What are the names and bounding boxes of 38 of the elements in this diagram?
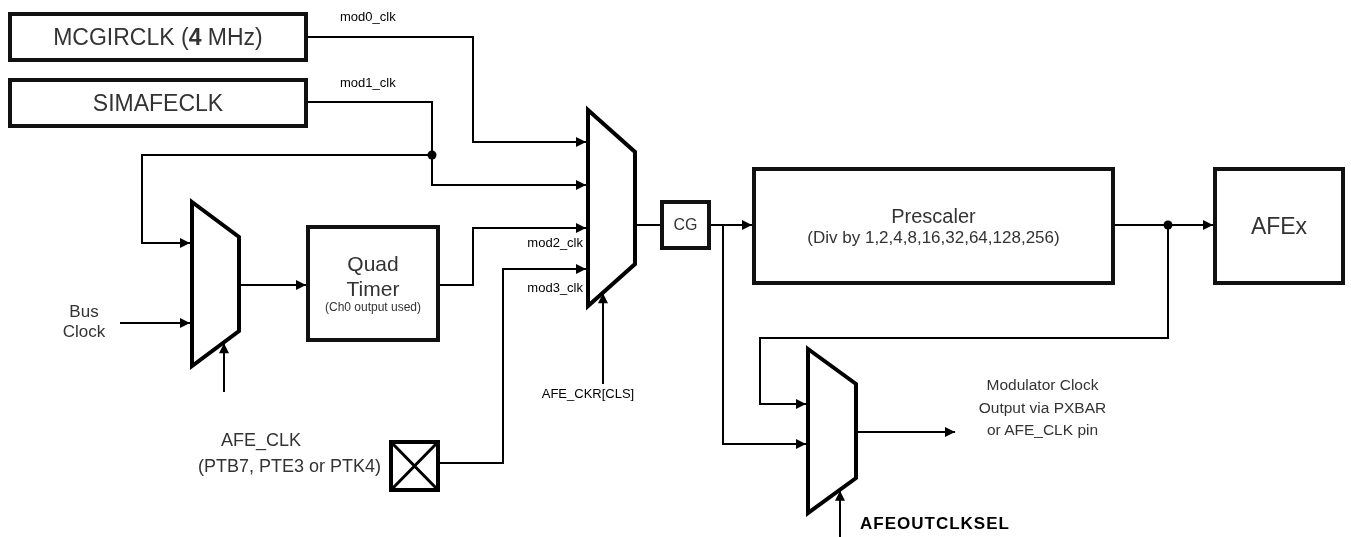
block [8,78,308,128]
input-label: Bus Clock [61,302,107,342]
block-title: Prescaler [891,204,976,228]
block-title: AFEx [1250,212,1308,240]
multiplexer [806,347,858,515]
block [660,200,711,250]
arrow [439,264,587,464]
pin-symbol [389,440,440,492]
output-label: Modulator Clock Output via PXBAR or AFE_CLK pin [977,375,1108,441]
clock-source-label: MCGIRCLK (4 MHz) [53,23,263,51]
edge-label: mod2_clk [527,235,583,250]
arrow [219,342,229,393]
pin-label: (PTB7, PTE3 or PTK4) [197,456,381,477]
connector-line [636,224,661,226]
arrow [119,318,191,328]
arrow [240,280,307,290]
block-note: (Ch0 output used) [324,300,422,315]
arrow [598,292,608,385]
block [8,12,308,62]
block-title: Quad Timer [345,252,401,301]
block [306,225,440,342]
arrow [710,224,807,449]
clock-source-label: SIMAFECLK [92,89,224,117]
block [752,167,1115,285]
arrow [439,223,587,286]
edge-label: mod0_clk [340,9,396,24]
arrow [857,427,956,437]
block-title: CG [673,215,698,235]
select-label: AFEOUTCLKSEL [860,514,1010,534]
block-note: (Div by 1,2,4,8,16,32,64,128,256) [807,227,1060,248]
select-label: AFE_CKR[CLS] [541,386,635,402]
multiplexer [586,108,637,308]
pin-label: AFE_CLK [219,430,302,451]
arrow [307,36,587,147]
multiplexer [190,200,241,368]
block [1213,167,1345,285]
edge-label: mod3_clk [527,280,583,295]
edge-label: mod1_clk [340,75,396,90]
